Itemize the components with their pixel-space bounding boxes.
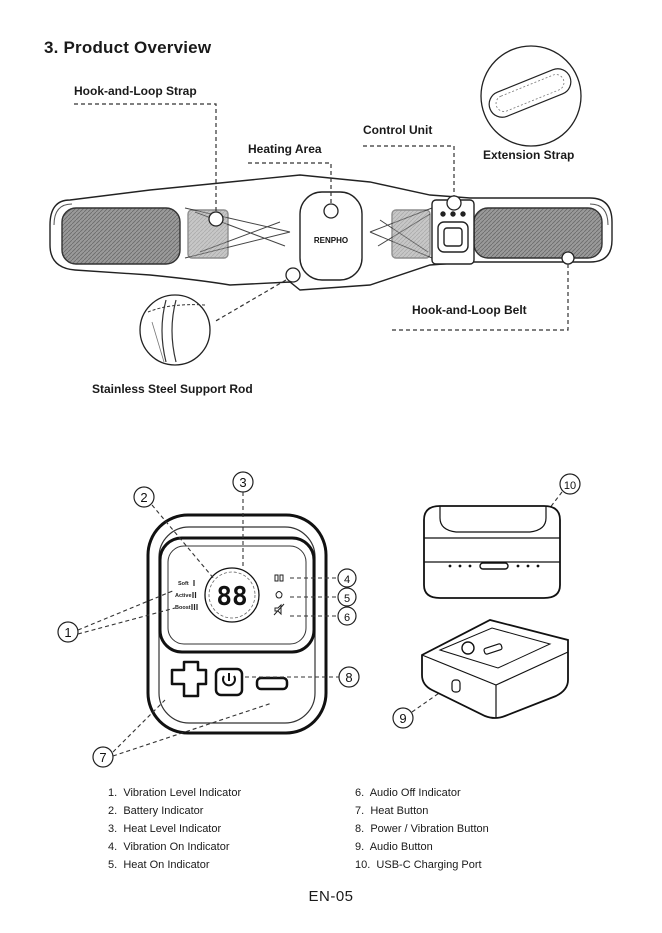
legend-right: 6. Audio Off Indicator 7. Heat Button 8.… xyxy=(355,784,489,874)
page-title: 3. Product Overview xyxy=(44,38,212,57)
callout-extension-strap: Extension Strap xyxy=(483,148,575,162)
legend-left: 1. Vibration Level Indicator 2. Battery … xyxy=(108,784,241,874)
brand-logo-text: RENPHO xyxy=(314,236,348,245)
callout-heating-area: Heating Area xyxy=(248,142,322,156)
minus-icon[interactable] xyxy=(255,676,289,691)
control-panel: 88 Soft Active Boost xyxy=(146,513,328,735)
control-unit-angled-view xyxy=(421,619,569,719)
callout-num-5: 5 xyxy=(344,593,350,605)
heat-icon xyxy=(275,591,283,599)
callout-num-7: 7 xyxy=(99,750,106,765)
display-digits: 88 xyxy=(216,582,247,612)
legend-item: 6. Audio Off Indicator xyxy=(355,787,461,799)
callout-control-unit: Control Unit xyxy=(363,123,433,137)
callout-num-10: 10 xyxy=(564,480,576,492)
callout-num-4: 4 xyxy=(344,574,350,586)
legend-item: 9. Audio Button xyxy=(355,841,433,853)
legend-item: 10. USB-C Charging Port xyxy=(355,859,482,871)
callout-num-6: 6 xyxy=(344,612,350,624)
callout-num-9: 9 xyxy=(399,711,406,726)
legend-item: 5. Heat On Indicator xyxy=(108,859,210,871)
legend-item: 8. Power / Vibration Button xyxy=(355,823,489,835)
legend-item: 1. Vibration Level Indicator xyxy=(108,787,242,799)
dot-control-unit xyxy=(446,195,462,211)
vibration-icon xyxy=(274,574,284,582)
page-number: EN-05 xyxy=(308,888,354,905)
callout-hook-loop-belt: Hook-and-Loop Belt xyxy=(412,303,527,317)
support-rod-detail xyxy=(139,294,211,366)
power-icon[interactable] xyxy=(214,667,244,697)
dot-support-rod xyxy=(285,267,301,283)
level-boost: Boost xyxy=(175,605,191,611)
callout-num-1: 1 xyxy=(64,625,71,640)
legend-item: 2. Battery Indicator xyxy=(108,805,204,817)
callout-num-3: 3 xyxy=(239,475,246,490)
callout-num-8: 8 xyxy=(345,670,352,685)
legend-item: 4. Vibration On Indicator xyxy=(108,841,230,853)
audio-off-icon xyxy=(273,603,285,616)
callout-support-rod: Stainless Steel Support Rod xyxy=(92,382,253,396)
callout-hook-loop-strap: Hook-and-Loop Strap xyxy=(74,84,197,98)
level-active: Active xyxy=(175,593,192,599)
dot-heating-area xyxy=(323,203,339,219)
dot-hook-loop-belt xyxy=(561,251,575,265)
callout-num-2: 2 xyxy=(140,490,147,505)
level-soft: Soft xyxy=(178,581,189,587)
dot-hook-loop-strap xyxy=(208,211,224,227)
plus-icon[interactable] xyxy=(170,660,208,698)
control-unit-side-view xyxy=(423,505,561,599)
extension-strap-detail xyxy=(480,45,582,147)
legend-item: 7. Heat Button xyxy=(355,805,429,817)
legend-item: 3. Heat Level Indicator xyxy=(108,823,222,835)
